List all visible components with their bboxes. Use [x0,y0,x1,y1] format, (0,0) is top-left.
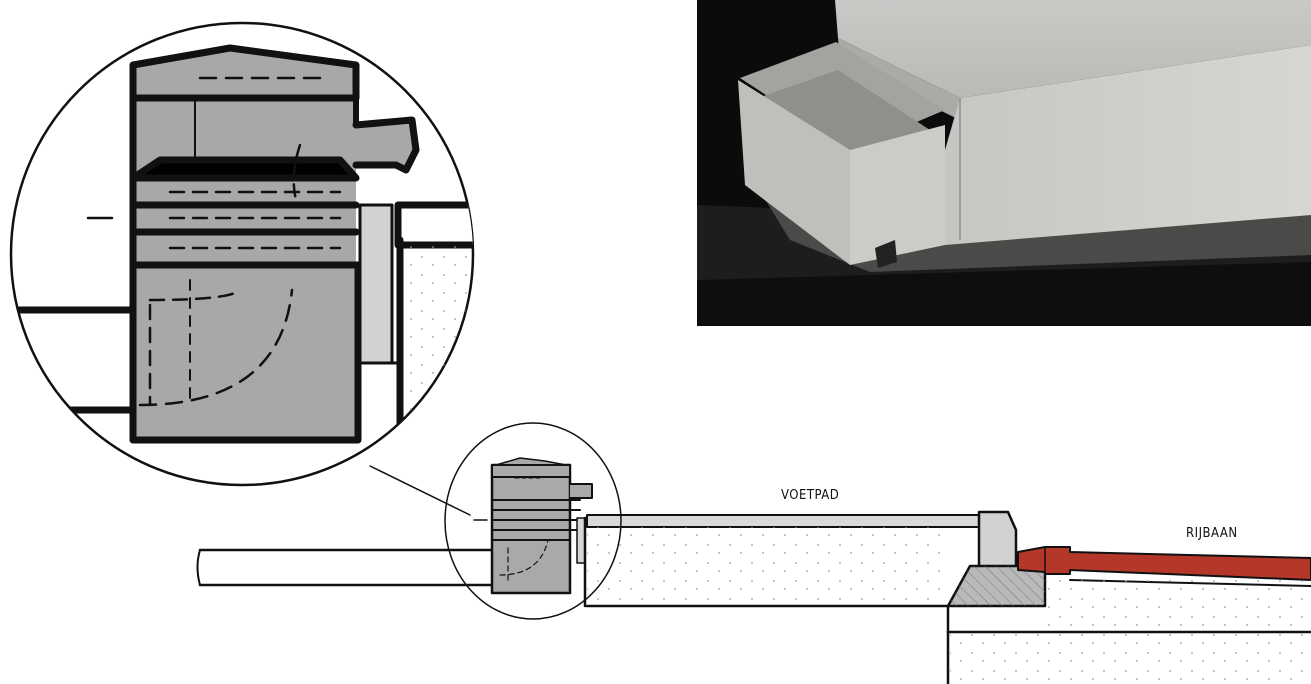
roadway-label: RIJBAAN [1186,526,1238,541]
gully-block-small [490,457,593,595]
roadway-asphalt [946,546,1311,684]
kerb-stone [946,510,1047,608]
cross-section [196,422,1311,684]
zoom-detail [9,21,475,487]
callout-leader [369,465,471,516]
concrete-block-photo [697,0,1311,326]
footpath-slab [585,514,980,608]
detail-callout-circle [444,422,622,620]
drain-pipe [196,548,521,587]
footpath-label: VOETPAD [781,488,839,503]
